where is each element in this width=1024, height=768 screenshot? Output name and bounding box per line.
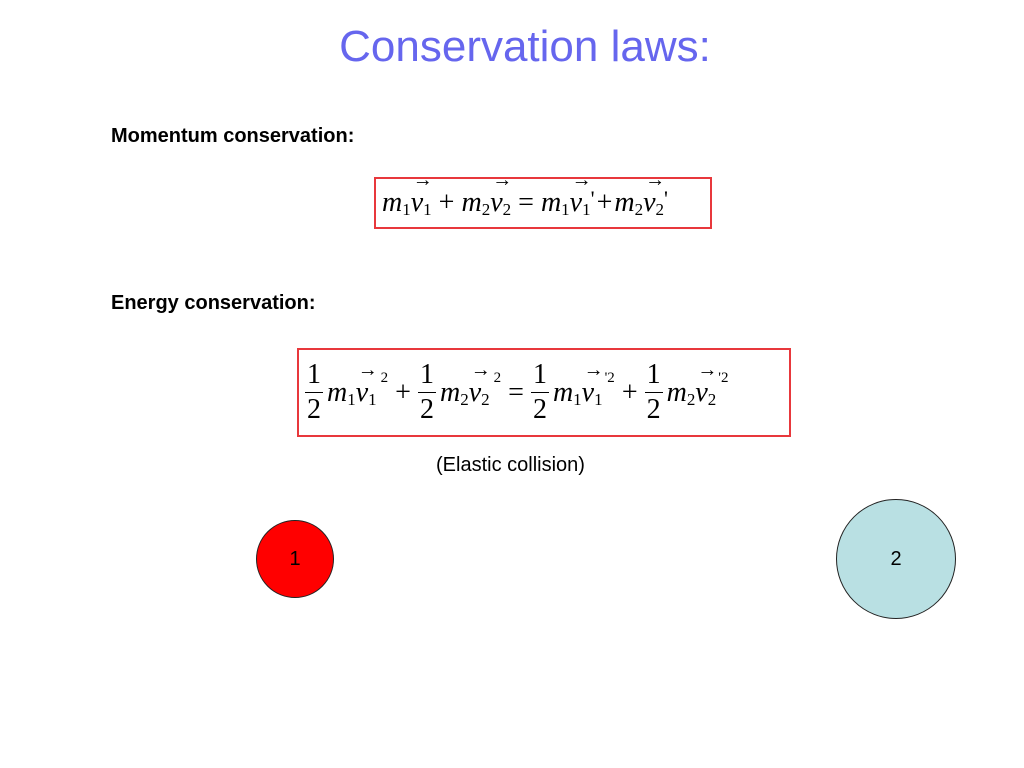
ball-1-label: 1: [289, 547, 301, 570]
collision-caption: (Elastic collision): [436, 454, 585, 476]
ball-2-label: 2: [890, 547, 902, 570]
ball-1: 1: [256, 520, 334, 598]
energy-heading: Energy conservation:: [111, 292, 316, 314]
page-title: Conservation laws:: [339, 22, 711, 71]
momentum-heading: Momentum conservation:: [111, 125, 355, 147]
ball-2: 2: [836, 499, 956, 619]
energy-equation: 12 m1v12 + 12 m2v22 = 12 m1v1'2 + 12 m2v…: [297, 348, 791, 437]
momentum-equation: m1v1 + m2v2 = m1v1'+ m2v2': [374, 169, 712, 229]
